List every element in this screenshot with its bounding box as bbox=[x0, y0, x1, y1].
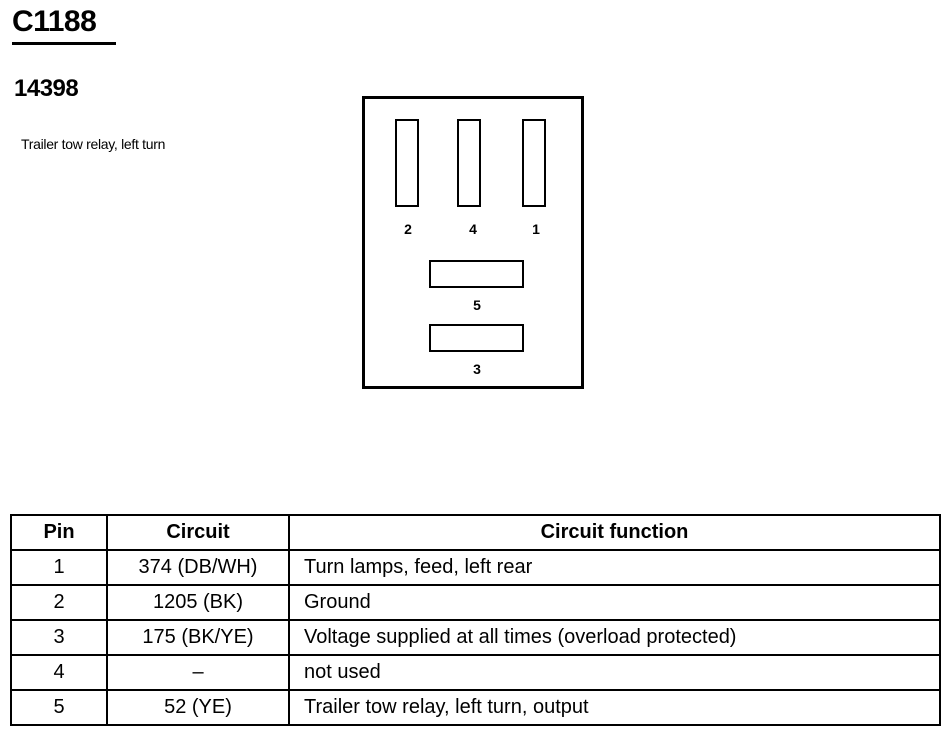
cell-pin: 2 bbox=[10, 584, 108, 621]
pin-label-2: 2 bbox=[404, 221, 412, 237]
connector-description: Trailer tow relay, left turn bbox=[21, 136, 166, 152]
pin-label-5: 5 bbox=[473, 297, 481, 313]
connector-face-outline bbox=[362, 96, 584, 389]
cell-pin: 3 bbox=[10, 619, 108, 656]
connector-id: C1188 bbox=[12, 5, 97, 38]
cell-circuit: 175 (BK/YE) bbox=[106, 619, 290, 656]
pin-label-4: 4 bbox=[469, 221, 477, 237]
cell-pin: 1 bbox=[10, 549, 108, 586]
cell-circuit: 374 (DB/WH) bbox=[106, 549, 290, 586]
cell-circuit-function: Trailer tow relay, left turn, output bbox=[288, 689, 941, 726]
table-row: 5 52 (YE) Trailer tow relay, left turn, … bbox=[10, 689, 941, 726]
pin-table: Pin Circuit Circuit function 1 374 (DB/W… bbox=[10, 514, 941, 726]
table-row: 1 374 (DB/WH) Turn lamps, feed, left rea… bbox=[10, 549, 941, 586]
table-row: 4 – not used bbox=[10, 654, 941, 691]
cell-circuit: 52 (YE) bbox=[106, 689, 290, 726]
pin-label-3: 3 bbox=[473, 361, 481, 377]
cell-circuit-function: Voltage supplied at all times (overload … bbox=[288, 619, 941, 656]
cell-circuit: 1205 (BK) bbox=[106, 584, 290, 621]
part-number: 14398 bbox=[14, 75, 79, 102]
header-circuit: Circuit bbox=[106, 514, 290, 551]
header-circuit-function: Circuit function bbox=[288, 514, 941, 551]
pin-slot-5 bbox=[429, 260, 524, 288]
pin-slot-2 bbox=[395, 119, 419, 207]
cell-circuit: – bbox=[106, 654, 290, 691]
pin-slot-1 bbox=[522, 119, 546, 207]
connector-id-underline bbox=[12, 42, 116, 45]
pin-label-1: 1 bbox=[532, 221, 540, 237]
cell-circuit-function: not used bbox=[288, 654, 941, 691]
cell-pin: 5 bbox=[10, 689, 108, 726]
table-row: 3 175 (BK/YE) Voltage supplied at all ti… bbox=[10, 619, 941, 656]
pin-slot-4 bbox=[457, 119, 481, 207]
cell-pin: 4 bbox=[10, 654, 108, 691]
cell-circuit-function: Ground bbox=[288, 584, 941, 621]
table-header-row: Pin Circuit Circuit function bbox=[10, 514, 941, 551]
cell-circuit-function: Turn lamps, feed, left rear bbox=[288, 549, 941, 586]
header-pin: Pin bbox=[10, 514, 108, 551]
pin-slot-3 bbox=[429, 324, 524, 352]
table-row: 2 1205 (BK) Ground bbox=[10, 584, 941, 621]
